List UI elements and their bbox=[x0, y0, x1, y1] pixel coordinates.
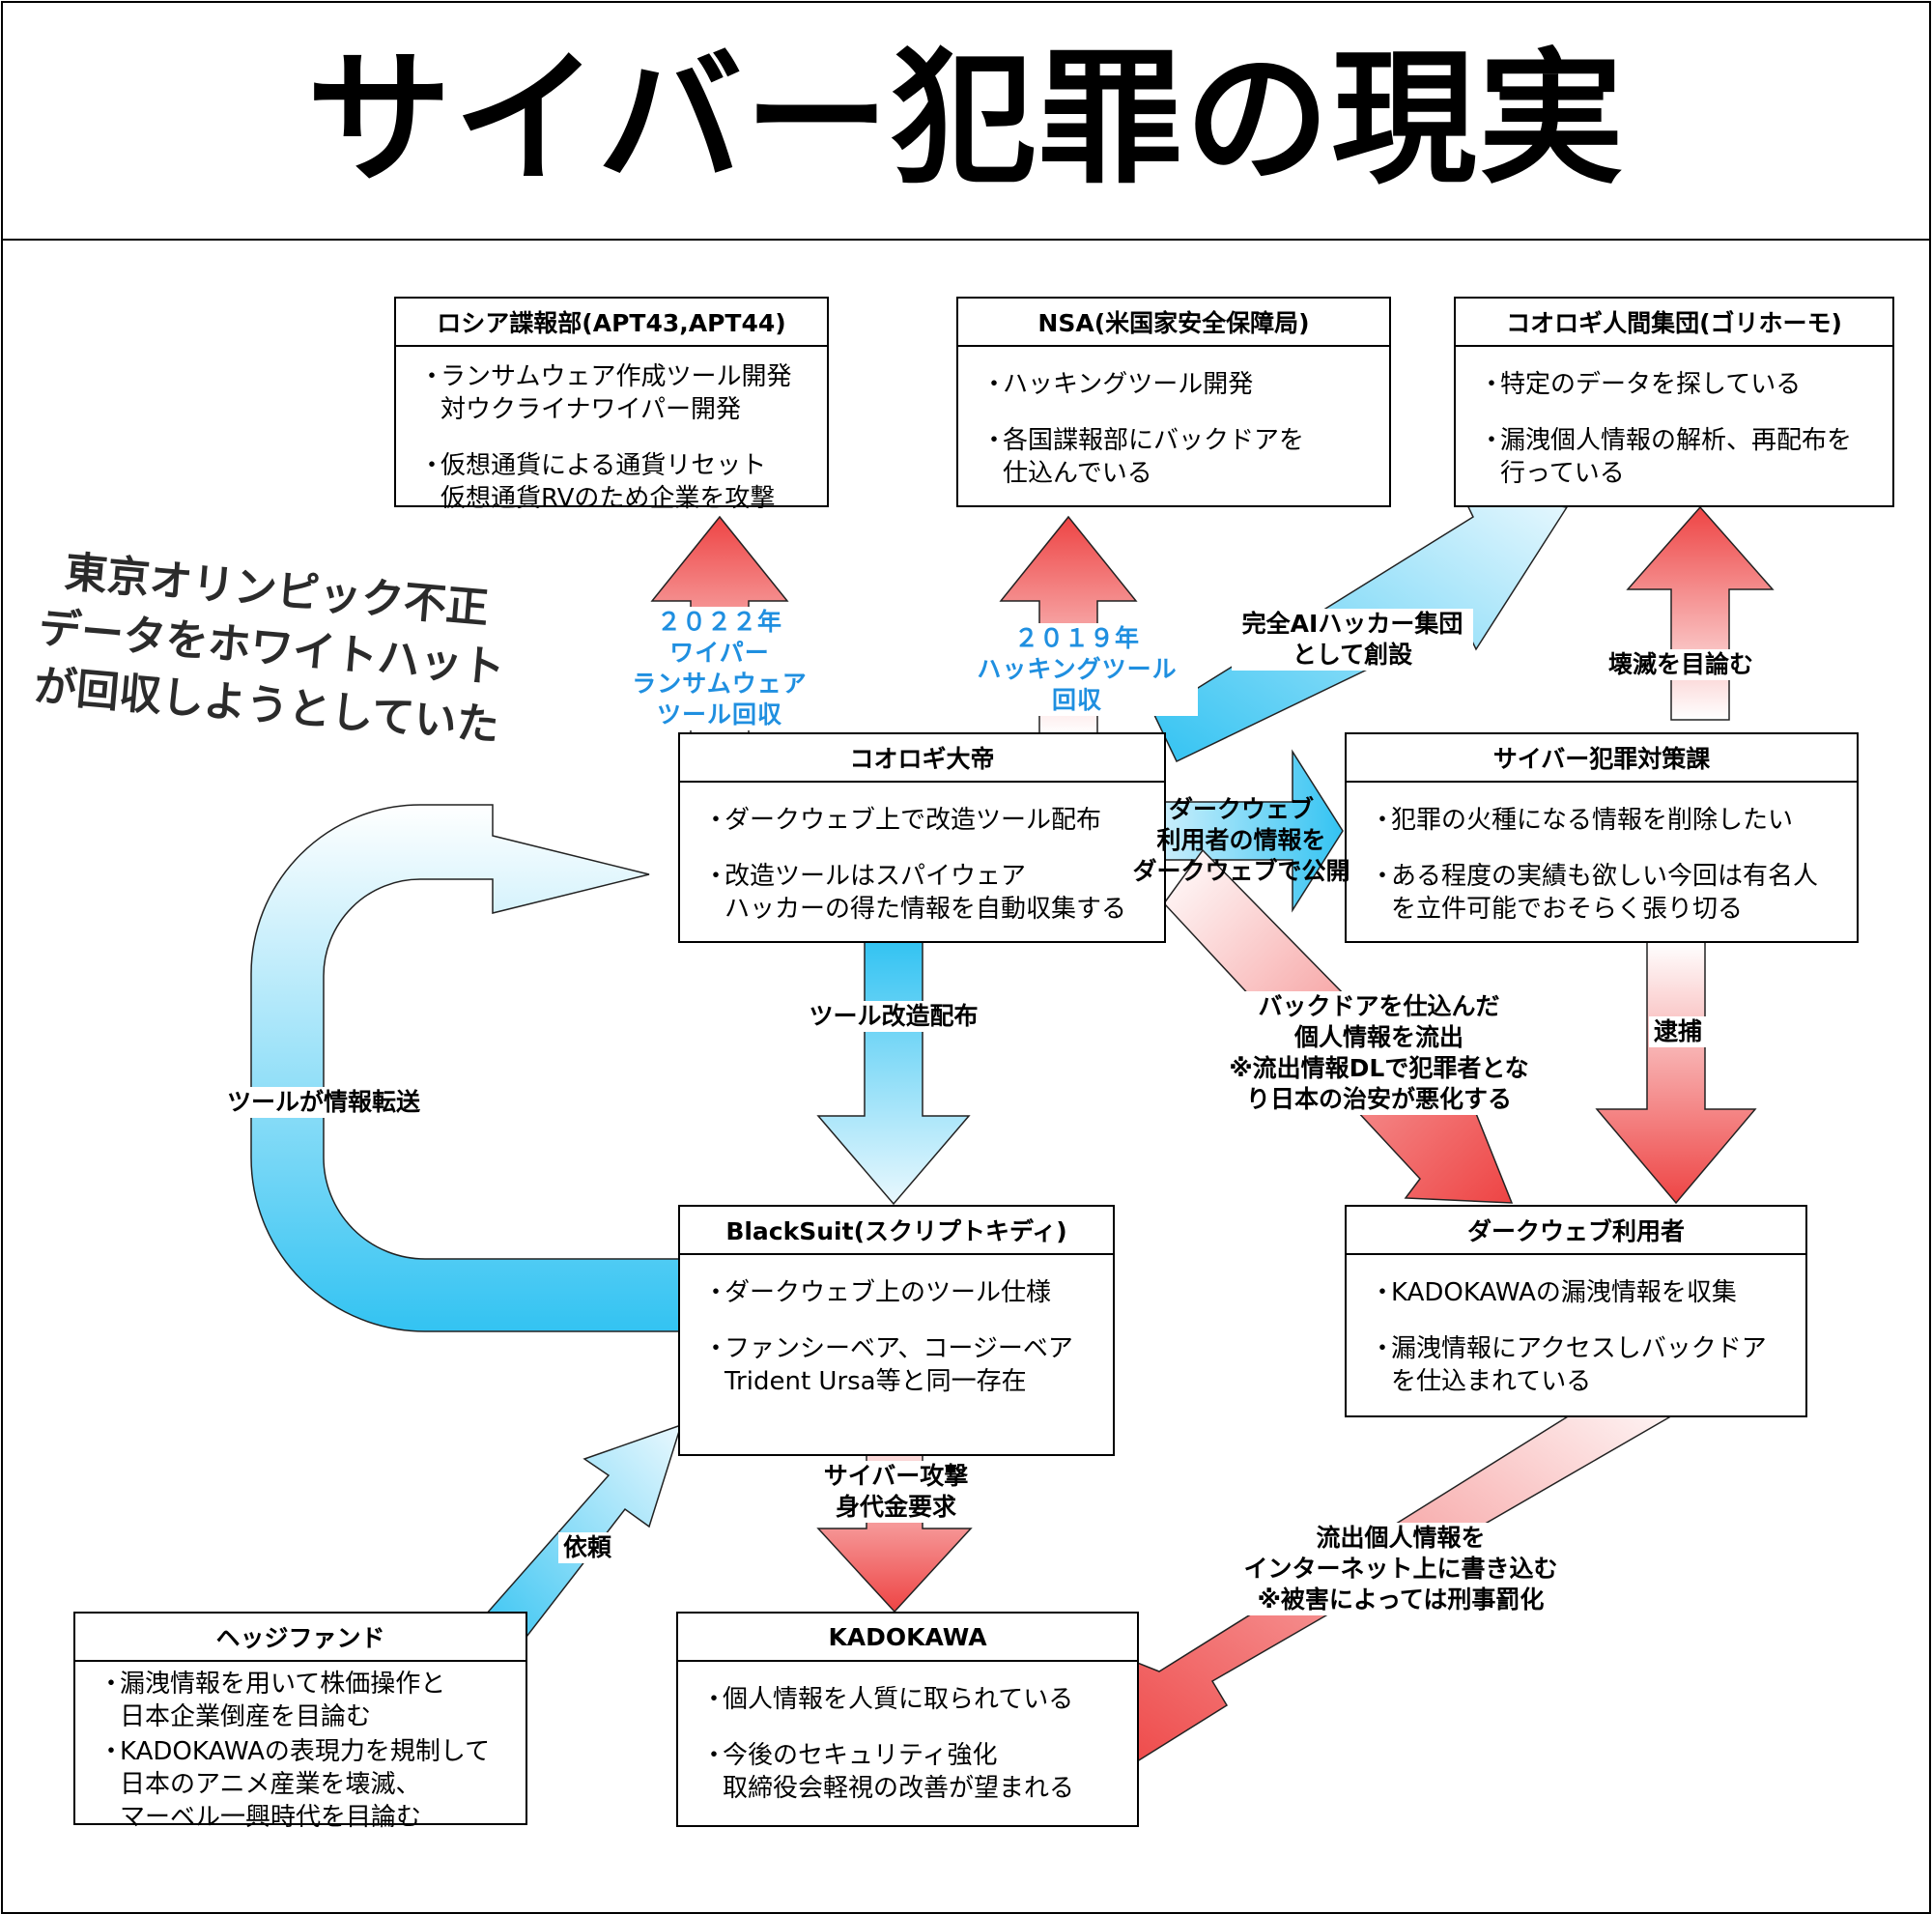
list-item: ・ハッキングツール開発 bbox=[981, 370, 1254, 399]
label-backdoor: バックドアを仕込んだ 個人情報を流出 ※流出情報DLで犯罪者とな り日本の治安が… bbox=[1212, 991, 1546, 1115]
box-nsa: NSA(米国家安全保障局) ・ハッキングツール開発 ・各国諜報部にバックドアを … bbox=[956, 297, 1391, 507]
label-leak-write: 流出個人情報を インターネット上に書き込む ※被害によっては刑事罰化 bbox=[1232, 1523, 1570, 1615]
box-title: ロシア諜報部(APT43,APT44) bbox=[396, 299, 827, 347]
label-request: 依頼 bbox=[558, 1532, 616, 1563]
list-item: ・KADOKAWAの漏洩情報を収集 bbox=[1370, 1278, 1737, 1307]
label-arrest: 逮捕 bbox=[1649, 1016, 1707, 1047]
list-item: ・個人情報を人質に取られている bbox=[701, 1685, 1074, 1714]
box-hedge-fund: ヘッジファンド ・漏洩情報を用いて株価操作と 日本企業倒産を目論む ・KADOK… bbox=[73, 1612, 527, 1832]
label-2019: ２０１９年 ハッキングツール 回収 bbox=[956, 623, 1198, 716]
label-attack: サイバー攻撃 身代金要求 bbox=[811, 1461, 980, 1523]
arrow-tool-mod-down bbox=[816, 941, 971, 1206]
label-tool-transfer: ツールが情報転送 bbox=[217, 1087, 430, 1118]
label-destroy: 壊滅を目論む bbox=[1599, 649, 1763, 680]
box-title: ダークウェブ利用者 bbox=[1347, 1207, 1805, 1255]
box-koorogi-emperor: コオロギ大帝 ・ダークウェブ上で改造ツール配布 ・改造ツールはスパイウェア ハッ… bbox=[678, 732, 1166, 943]
box-blacksuit: BlackSuit(スクリプトキディ) ・ダークウェブ上のツール仕様 ・ファンシ… bbox=[678, 1205, 1115, 1456]
list-item: ・各国諜報部にバックドアを 仕込んでいる bbox=[981, 426, 1305, 488]
list-item: ・漏洩個人情報の解析、再配布を 行っている bbox=[1479, 426, 1853, 488]
list-item: ・特定のデータを探している bbox=[1479, 370, 1802, 399]
label-tool-mod: ツール改造配布 bbox=[797, 1001, 990, 1032]
box-darkweb-users: ダークウェブ利用者 ・KADOKAWAの漏洩情報を収集 ・漏洩情報にアクセスしバ… bbox=[1345, 1205, 1807, 1417]
list-item: ・今後のセキュリティ強化 取締役会軽視の改善が望まれる bbox=[701, 1741, 1075, 1803]
box-title: サイバー犯罪対策課 bbox=[1347, 734, 1857, 783]
label-publish: ダークウェブ 利用者の情報を ダークウェブで公開 bbox=[1132, 795, 1350, 885]
list-item: ・ファンシーベア、コージーベア Trident Ursa等と同一存在 bbox=[703, 1334, 1073, 1396]
list-item: ・犯罪の火種になる情報を削除したい bbox=[1370, 806, 1794, 835]
list-item: ・漏洩情報を用いて株価操作と 日本企業倒産を目論む bbox=[99, 1670, 446, 1731]
list-item: ・漏洩情報にアクセスしバックドア を仕込まれている bbox=[1370, 1334, 1767, 1396]
label-2022: ２０２２年 ワイパー ランサムウェア ツール回収 bbox=[609, 607, 831, 730]
box-kadokawa: KADOKAWA ・個人情報を人質に取られている ・今後のセキュリティ強化 取締… bbox=[676, 1612, 1139, 1827]
box-title: BlackSuit(スクリプトキディ) bbox=[680, 1207, 1113, 1255]
box-title: コオロギ大帝 bbox=[680, 734, 1164, 783]
list-item: ・KADOKAWAの表現力を規制して 日本のアニメ産業を壊滅、 マーベル一興時代… bbox=[99, 1737, 491, 1832]
list-item: ・ある程度の実績も欲しい今回は有名人 を立件可能でおそらく張り切る bbox=[1370, 862, 1819, 924]
arrow-destroy-up bbox=[1626, 505, 1775, 721]
list-item: ・ランサムウェア作成ツール開発 対ウクライナワイパー開発 bbox=[419, 362, 792, 424]
title-bar: サイバー犯罪の現実 bbox=[1, 1, 1931, 241]
arrow-arrest-down bbox=[1595, 941, 1757, 1205]
box-title: KADOKAWA bbox=[678, 1614, 1137, 1662]
arrow-tool-transfer-curve bbox=[250, 804, 680, 1332]
list-item: ・仮想通貨による通貨リセット 仮想通貨RVのため企業を攻撃 bbox=[419, 451, 776, 513]
list-item: ・ダークウェブ上で改造ツール配布 bbox=[703, 806, 1102, 835]
box-title: ヘッジファンド bbox=[75, 1614, 526, 1662]
page-title: サイバー犯罪の現実 bbox=[306, 36, 1626, 204]
box-title: NSA(米国家安全保障局) bbox=[958, 299, 1389, 347]
box-cyber-crime-division: サイバー犯罪対策課 ・犯罪の火種になる情報を削除したい ・ある程度の実績も欲しい… bbox=[1345, 732, 1859, 943]
box-russia-intel: ロシア諜報部(APT43,APT44) ・ランサムウェア作成ツール開発 対ウクラ… bbox=[394, 297, 829, 513]
label-ai-group: 完全AIハッカー集団 として創設 bbox=[1232, 609, 1473, 671]
list-item: ・改造ツールはスパイウェア ハッカーの得た情報を自動収集する bbox=[703, 862, 1127, 924]
box-title: コオロギ人間集団(ゴリホーモ) bbox=[1456, 299, 1892, 347]
list-item: ・ダークウェブ上のツール仕様 bbox=[703, 1278, 1052, 1307]
box-gorihomo: コオロギ人間集団(ゴリホーモ) ・特定のデータを探している ・漏洩個人情報の解析… bbox=[1454, 297, 1894, 507]
